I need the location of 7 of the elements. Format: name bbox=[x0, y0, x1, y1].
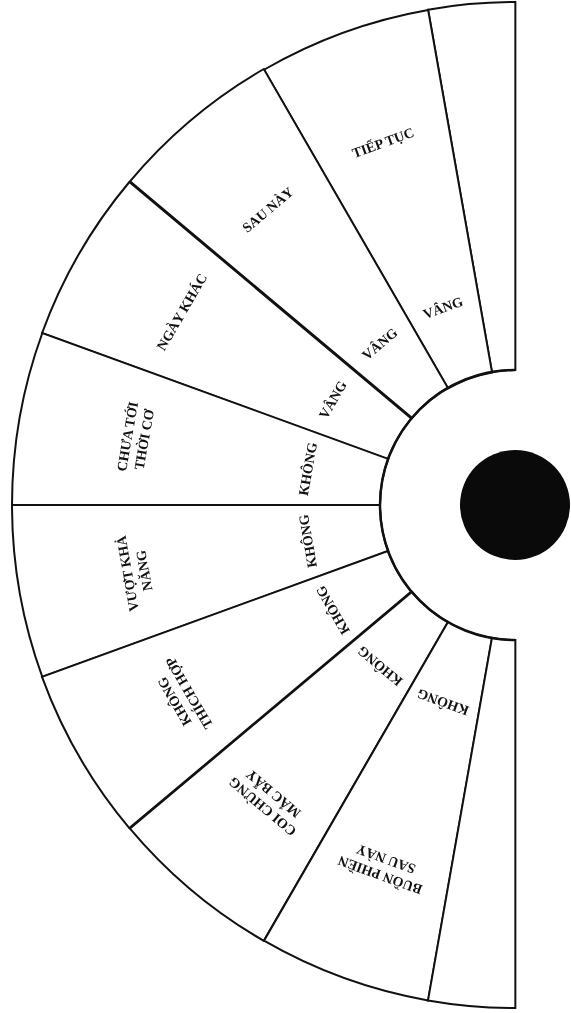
segment-label: BUỒN PHIỀN SAU NÀY bbox=[335, 840, 426, 899]
answer-label: KHÔNG bbox=[295, 439, 322, 499]
segment-label: CHƯA TỚI THỜI CƠ bbox=[112, 399, 158, 475]
segment-label: TIẾP TỤC bbox=[349, 124, 418, 164]
answer-label: KHÔNG bbox=[295, 512, 322, 572]
answer-label: VÂNG bbox=[420, 292, 467, 324]
segment-label: VƯỢT KHẢ NĂNG bbox=[112, 533, 157, 615]
